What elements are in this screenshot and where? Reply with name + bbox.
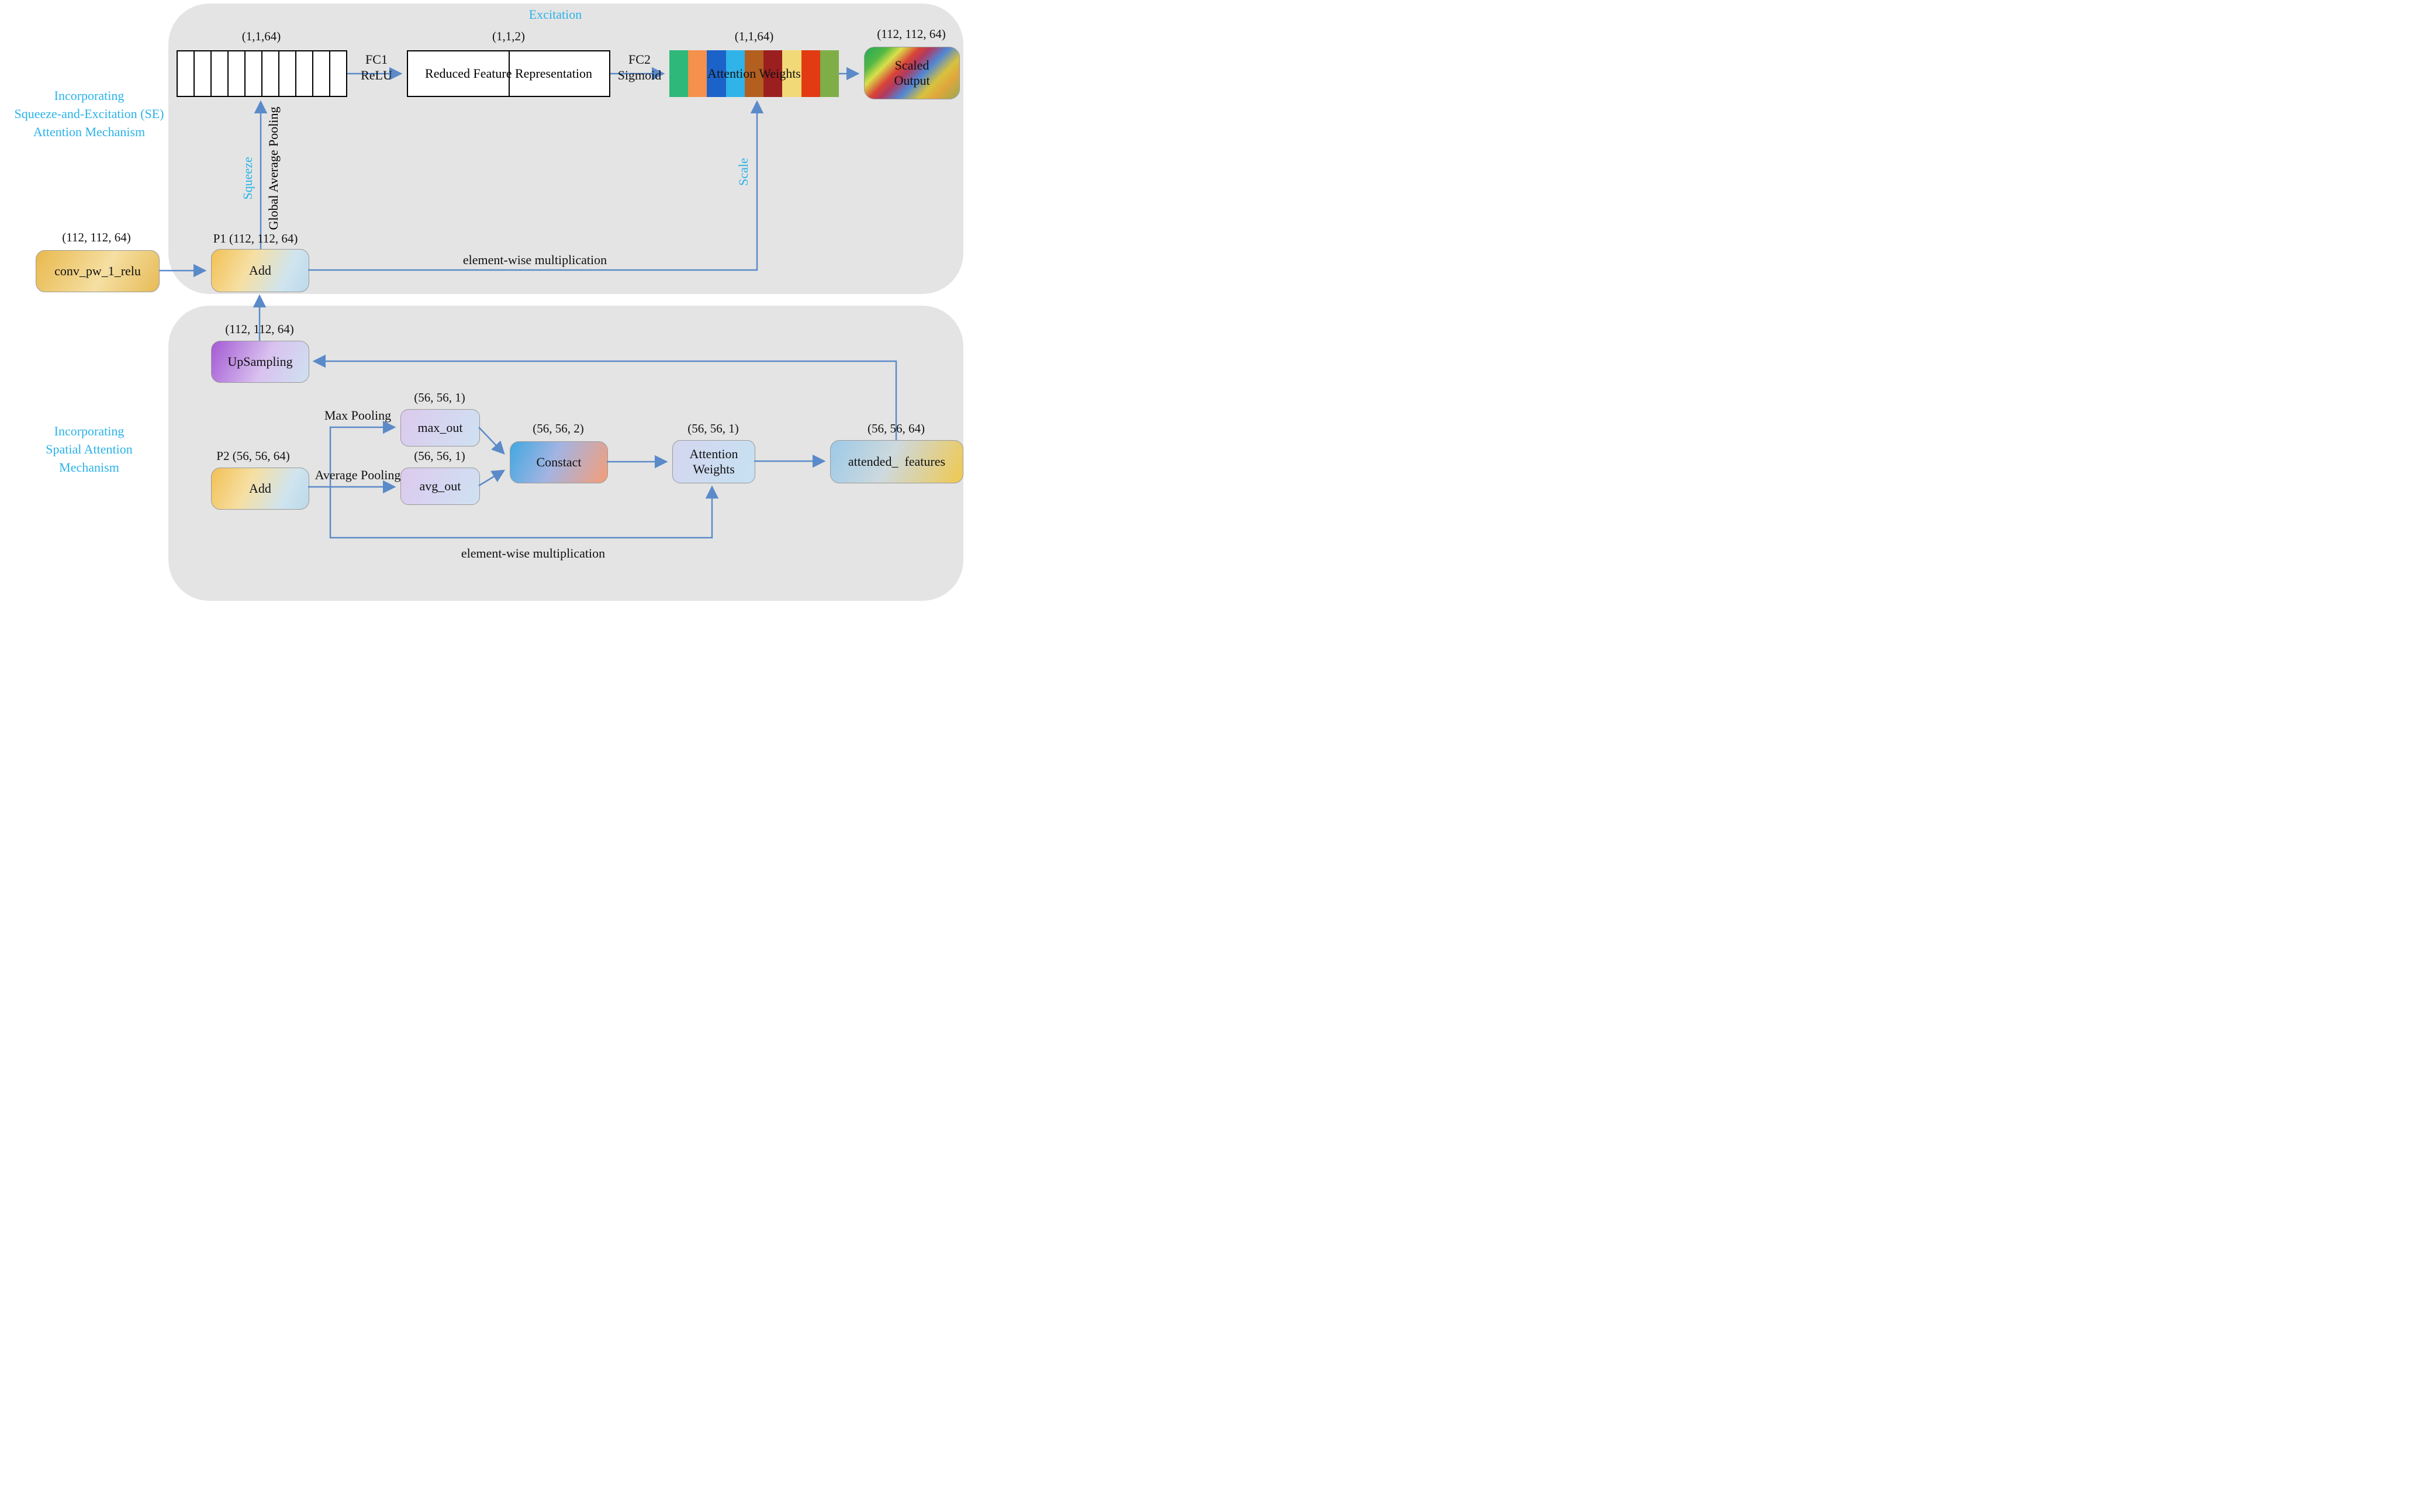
vector-cell — [178, 51, 195, 96]
upsampling-dim: (112, 112, 64) — [225, 322, 294, 336]
diagram-canvas: Incorporating Squeeze-and-Excitation (SE… — [0, 0, 967, 605]
reduced-feature-label: Reduced Feature Representation — [425, 66, 592, 81]
attention-weights-label: Attention Weights — [707, 66, 801, 81]
spatial-aw-line1: Attention — [689, 447, 738, 461]
constact-dim: (56, 56, 2) — [533, 421, 584, 435]
attended-features-box: attended_ features — [830, 440, 963, 483]
add-p1-box: Add — [211, 249, 309, 292]
vector-cell — [195, 51, 212, 96]
max-out-box: max_out — [400, 409, 480, 447]
avg-out-label: avg_out — [419, 479, 461, 493]
avg-out-box: avg_out — [400, 468, 480, 505]
scaled-output-box: Scaled Output — [864, 47, 960, 99]
global-average-pooling-label: Global Average Pooling — [266, 106, 281, 230]
fc2-line: FC2 — [628, 52, 651, 67]
attention-weight-stripe — [782, 50, 801, 97]
relu-line: ReLU — [361, 68, 392, 82]
attention-weight-stripe — [669, 50, 689, 97]
output-line: Output — [894, 73, 930, 88]
attention-weight-stripe — [820, 50, 839, 97]
scale-label: Scale — [736, 158, 751, 186]
attention-weight-stripe — [725, 50, 745, 97]
average-pooling-label: Average Pooling — [315, 468, 401, 482]
squeezed-vector-dim: (1,1,64) — [241, 29, 281, 43]
vector-cell — [262, 51, 279, 96]
add-p2-label: Add — [249, 481, 271, 496]
avg-out-dim: (56, 56, 1) — [414, 449, 465, 463]
spatial-section-line2: Spatial Attention — [46, 442, 133, 456]
sigmoid-line: Sigmoid — [617, 68, 662, 82]
ewm-bottom-label: element-wise multiplication — [461, 546, 606, 560]
ewm-top-label: element-wise multiplication — [462, 252, 607, 267]
add-p1-label: Add — [249, 263, 271, 278]
scaled-output-dim: (112, 112, 64) — [877, 27, 946, 41]
fc2-sigmoid-label: FC2 Sigmoid — [609, 51, 670, 83]
vector-cell — [296, 51, 313, 96]
reduced-feature-divider — [509, 51, 510, 96]
vector-cell — [313, 51, 330, 96]
excitation-label: Excitation — [528, 7, 582, 22]
vector-cell — [212, 51, 229, 96]
fc1-relu-label: FC1 ReLU — [347, 51, 406, 83]
constact-label: Constact — [536, 455, 582, 469]
spatial-aw-dim: (56, 56, 1) — [687, 421, 739, 435]
spatial-aw-line2: Weights — [693, 462, 735, 476]
upsampling-box: UpSampling — [211, 341, 309, 383]
spatial-attention-weights-box: Attention Weights — [672, 440, 755, 483]
se-section-line2: Squeeze-and-Excitation (SE) — [14, 106, 164, 121]
squeezed-vector — [177, 50, 347, 97]
vector-cell — [229, 51, 246, 96]
reduced-feature-dim: (1,1,2) — [492, 29, 525, 43]
se-section-line1: Incorporating — [54, 88, 125, 103]
fc1-line: FC1 — [365, 52, 388, 67]
scaled-line: Scaled — [894, 58, 929, 72]
add-p2-dim: P2 (56, 56, 64) — [216, 449, 290, 463]
spatial-section-line1: Incorporating — [54, 424, 125, 438]
upsampling-label: UpSampling — [227, 354, 293, 369]
attention-weight-stripe — [744, 50, 764, 97]
attention-weight-stripe — [763, 50, 783, 97]
spatial-section-line3: Mechanism — [59, 460, 119, 475]
add-p2-box: Add — [211, 468, 309, 510]
se-section-line3: Attention Mechanism — [33, 124, 146, 139]
max-out-dim: (56, 56, 1) — [414, 390, 465, 404]
conv-pw-1-relu-box: conv_pw_1_relu — [36, 250, 160, 292]
attended-features-label: attended_ features — [848, 454, 946, 469]
attention-weights-dim: (1,1,64) — [734, 29, 774, 43]
attention-weights-stripes: Attention Weights — [669, 50, 839, 97]
reduced-feature-box: Reduced Feature Representation — [407, 50, 610, 97]
vector-cell — [279, 51, 296, 96]
conv-pw-1-relu-label: conv_pw_1_relu — [54, 264, 141, 278]
max-pooling-label: Max Pooling — [324, 408, 392, 423]
attention-weight-stripe — [688, 50, 707, 97]
spatial-section-label: Incorporating Spatial Attention Mechanis… — [0, 422, 178, 476]
squeeze-label: Squeeze — [240, 157, 255, 200]
constact-box: Constact — [510, 441, 608, 483]
se-section-label: Incorporating Squeeze-and-Excitation (SE… — [0, 87, 178, 141]
vector-cell — [246, 51, 262, 96]
add-p1-dim: P1 (112, 112, 64) — [213, 231, 298, 245]
connector-arrows — [159, 67, 897, 539]
attended-features-dim: (56, 56, 64) — [868, 421, 925, 435]
attention-weight-stripe — [707, 50, 726, 97]
max-out-label: max_out — [417, 420, 463, 435]
attention-weight-stripe — [801, 50, 820, 97]
conv-pw-1-relu-dim: (112, 112, 64) — [62, 230, 131, 244]
